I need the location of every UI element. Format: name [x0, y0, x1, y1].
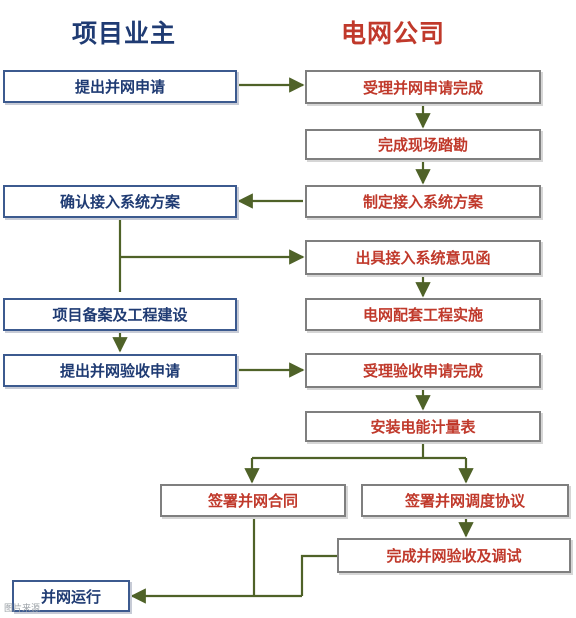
accept-application-box: 受理并网申请完成: [305, 70, 541, 104]
complete-acceptance-box: 完成并网验收及调试: [337, 538, 571, 573]
sign-contract-box: 签署并网合同: [160, 484, 346, 517]
grid-operation-box: 并网运行: [12, 580, 130, 612]
install-meter-box: 安装电能计量表: [305, 411, 541, 442]
grid-column-title: 电网公司: [341, 19, 446, 48]
accept-acceptance-box: 受理验收申请完成: [305, 353, 541, 388]
submit-application-box: 提出并网申请: [3, 70, 237, 103]
line-complete-to-operation: [300, 554, 342, 596]
owner-column-title: 项目业主: [72, 19, 177, 48]
sign-dispatch-box: 签署并网调度协议: [361, 484, 569, 517]
make-plan-box: 制定接入系统方案: [305, 185, 541, 218]
site-survey-box: 完成现场踏勘: [305, 129, 541, 160]
confirm-plan-box: 确认接入系统方案: [3, 185, 237, 218]
project-filing-box: 项目备案及工程建设: [3, 298, 237, 331]
grid-supporting-box: 电网配套工程实施: [305, 298, 541, 331]
issue-opinion-box: 出具接入系统意见函: [305, 240, 541, 275]
submit-acceptance-box: 提出并网验收申请: [3, 354, 237, 387]
watermark-text: 图片来源: [4, 604, 41, 614]
